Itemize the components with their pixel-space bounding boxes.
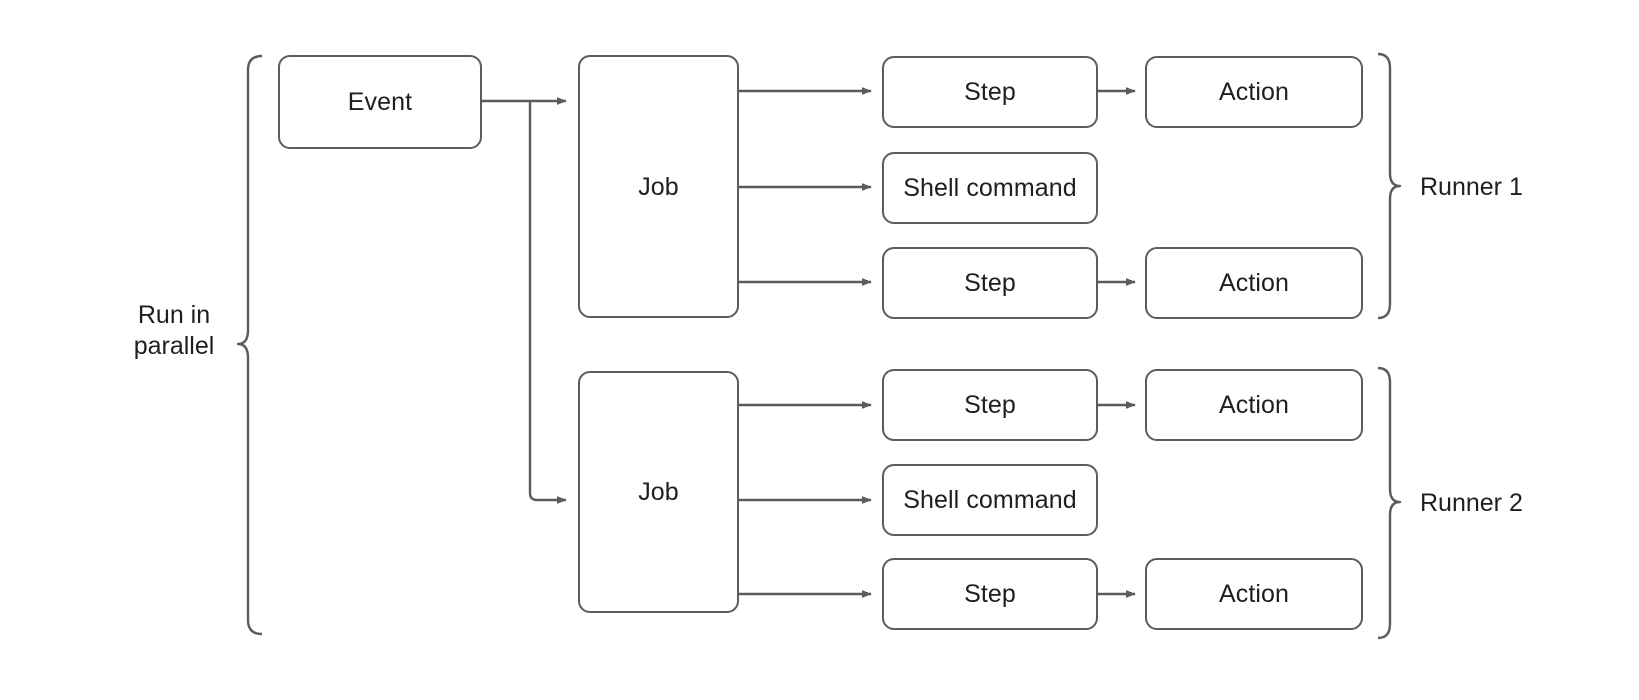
node-step-r1-1[interactable]: Step (882, 56, 1098, 128)
label-runner-1: Runner 1 (1420, 173, 1523, 201)
node-action-r2-1[interactable]: Action (1145, 369, 1363, 441)
label-run-in-parallel: Run in parallel (133, 301, 215, 361)
brace-run-in-parallel (236, 54, 263, 636)
node-action-r1-1[interactable]: Action (1145, 56, 1363, 128)
wire-branch-to-job2 (528, 101, 567, 504)
node-job-1[interactable]: Job (578, 55, 739, 318)
node-event[interactable]: Event (278, 55, 482, 149)
node-action-r1-2[interactable]: Action (1145, 247, 1363, 319)
node-action-r2-2[interactable]: Action (1145, 558, 1363, 630)
node-step-r2-1[interactable]: Step (882, 369, 1098, 441)
node-job-2[interactable]: Job (578, 371, 739, 613)
node-step-r1-2[interactable]: Step (882, 247, 1098, 319)
node-step-r2-2[interactable]: Step (882, 558, 1098, 630)
node-shell-command-r1[interactable]: Shell command (882, 152, 1098, 224)
label-runner-2: Runner 2 (1420, 489, 1523, 517)
brace-runner-1 (1377, 52, 1402, 320)
brace-runner-2 (1377, 366, 1402, 640)
node-shell-command-r2[interactable]: Shell command (882, 464, 1098, 536)
